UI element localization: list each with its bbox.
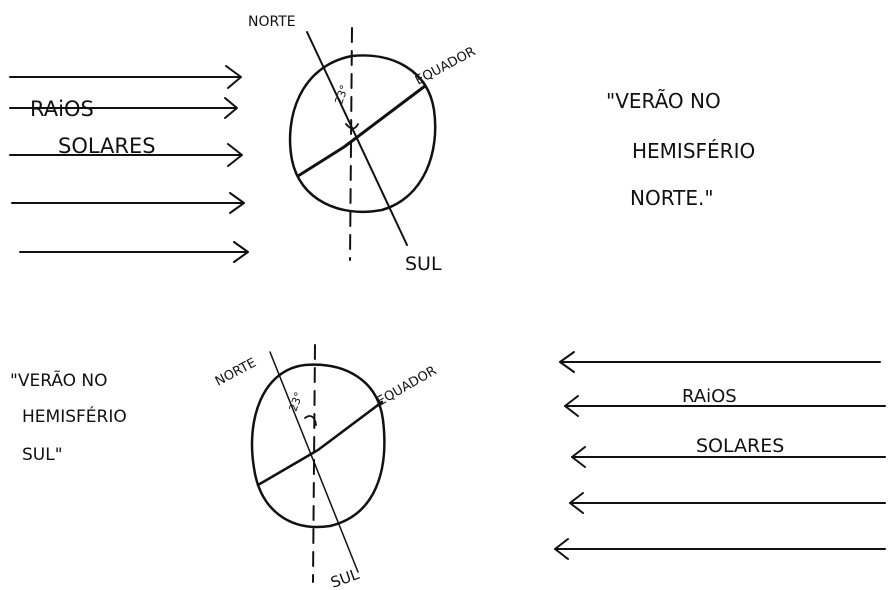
top-equator-line [296,84,427,178]
top-angle-label: 23° [332,83,351,106]
bottom-ray-arrow [564,395,886,417]
top-caption-line1: "VERÃO NO [606,89,721,113]
top-south-label: SUL [405,253,442,275]
top-rays-label-line2: SOLARES [58,134,156,158]
bottom-caption-line1: "VERÃO NO [10,369,108,391]
bottom-ray-arrow [571,446,886,468]
bottom-angle-arc [304,415,317,426]
bottom-rays-label-line2: SOLARES [696,435,784,457]
top-caption-line2: HEMISFÉRIO [632,139,755,163]
bottom-caption-line2: HEMISFÉRIO [22,405,127,427]
bottom-globe [250,363,386,529]
bottom-north-label: NORTE [213,356,259,390]
top-angle-arc [345,123,359,130]
top-ray-arrow [9,65,242,89]
bottom-angle-label: 23° [287,390,306,413]
top-rays-label-line1: RAiOS [30,97,94,121]
top-ray-arrow [11,192,245,214]
bottom-ray-arrow [559,351,881,373]
top-ray-arrow [9,143,243,167]
bottom-solar-rays [554,351,886,560]
bottom-diagram: "VERÃO NO HEMISFÉRIO SUL" 23° NORTE EQUA… [10,344,886,590]
top-ray-arrow [9,97,238,119]
top-ray-arrow [19,241,249,263]
bottom-rotation-axis [269,351,359,573]
bottom-ray-arrow [569,492,886,514]
bottom-caption-line3: SUL" [22,445,63,465]
bottom-rays-label-line1: RAiOS [682,386,737,407]
top-diagram: RAiOS SOLARES 23° NORTE EQUADOR SUL "VER… [9,14,755,275]
top-equator-label: EQUADOR [413,44,478,88]
bottom-equator-label: EQUADOR [375,363,440,409]
top-vertical-reference [349,27,353,261]
top-north-label: NORTE [248,14,296,30]
top-solar-rays [9,65,249,263]
top-caption-line3: NORTE." [630,186,714,210]
bottom-equator-line [256,400,384,487]
bottom-ray-arrow [554,538,886,560]
